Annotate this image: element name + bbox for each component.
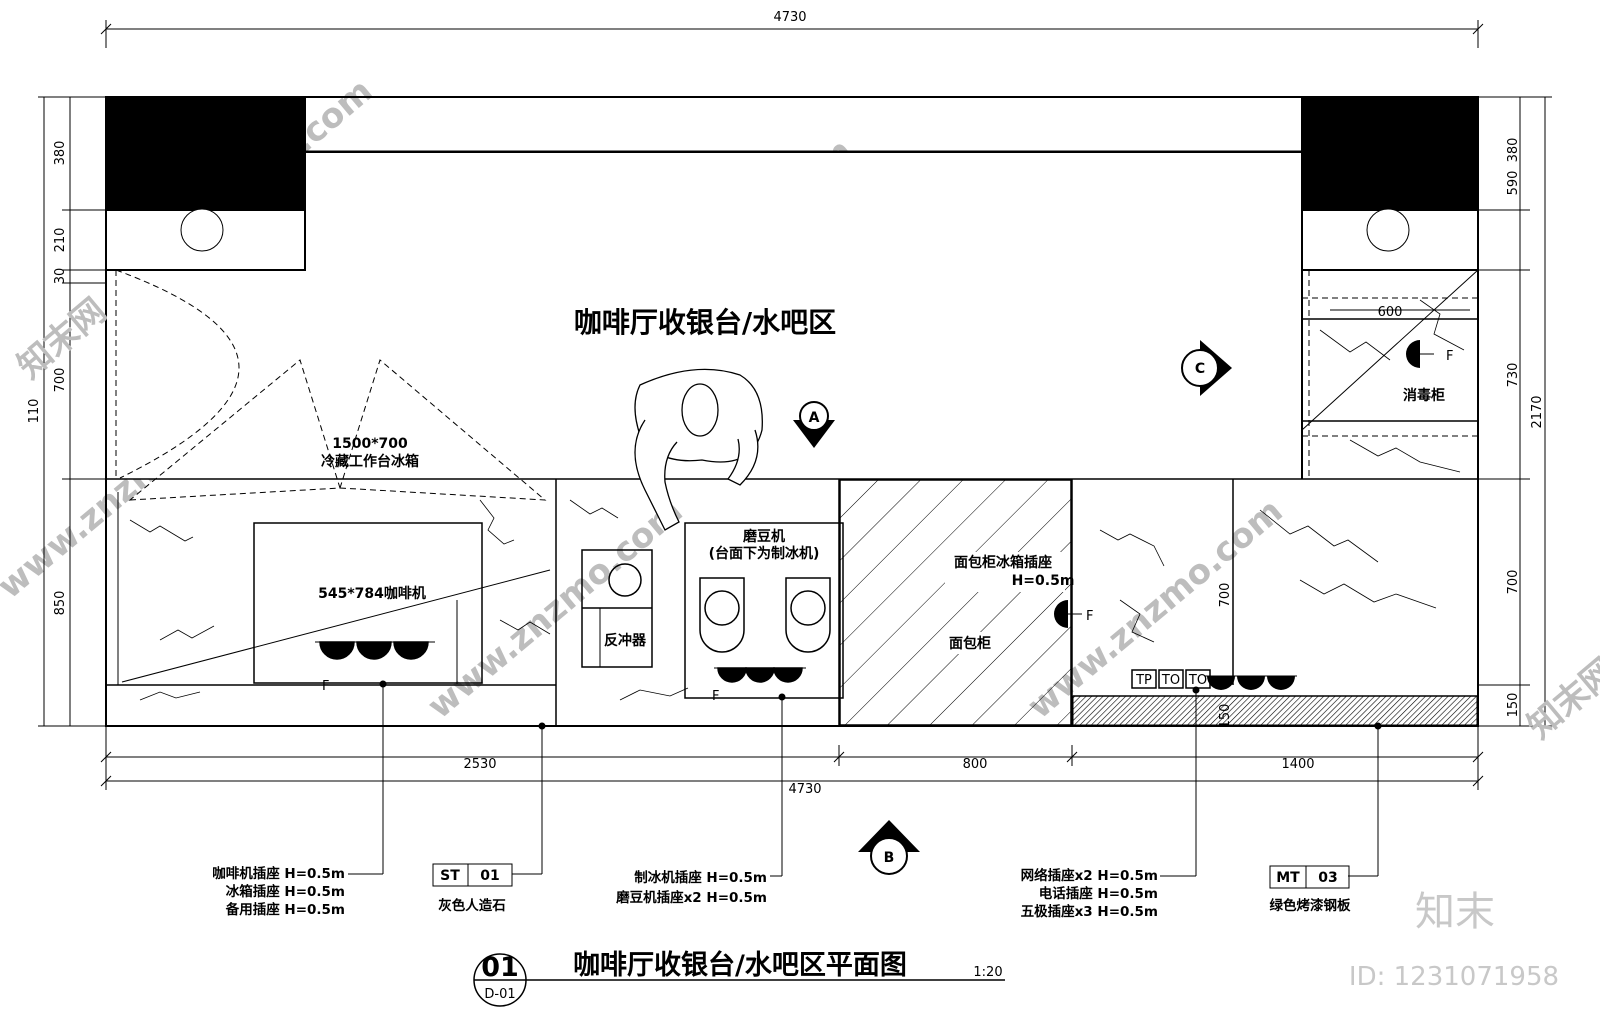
right-sockets	[1131, 669, 1297, 690]
counter-outline	[105, 96, 1479, 727]
column-left	[106, 97, 305, 210]
bread-socket-height: H=0.5m	[1012, 573, 1075, 589]
material-tag-st	[432, 863, 513, 887]
socket-f-bread: F	[1086, 609, 1093, 624]
socket-tp: TP	[1135, 673, 1152, 688]
bottom-dim-total: 4730	[788, 782, 821, 797]
drawing-number: 01	[481, 952, 519, 983]
fridge-doors	[128, 359, 547, 501]
bottom-dim-800: 800	[963, 757, 988, 772]
material-tag-mt	[1269, 865, 1350, 889]
left-dim-700: 700	[53, 368, 68, 393]
backflush-unit	[581, 549, 653, 668]
material-st-name: 灰色人造石	[438, 897, 506, 914]
socket-to-2: TO	[1188, 673, 1207, 688]
material-mt-name: 绿色烤漆钢板	[1270, 897, 1351, 914]
marker-b-label: B	[884, 850, 895, 866]
socket-f-coffee: F	[322, 679, 329, 694]
callout-3-line-1: 网络插座x2 H=0.5m	[1021, 867, 1158, 884]
sterilizer-area	[1301, 269, 1479, 479]
plan-title: 咖啡厅收银台/水吧区	[574, 306, 836, 339]
bread-socket-label: 面包柜冰箱插座	[954, 554, 1052, 571]
drawing-title: 咖啡厅收银台/水吧区平面图	[573, 949, 907, 981]
left-dim-380: 380	[53, 141, 68, 166]
bread-socket-symbol	[1054, 600, 1068, 628]
socket-f-grinder: F	[712, 689, 719, 704]
bread-cabinet-label-bg	[940, 632, 1000, 654]
fridge-size-label: 1500*700	[332, 436, 408, 452]
callout-3-line-3: 五极插座x3 H=0.5m	[1021, 903, 1158, 920]
right-dim-590: 590	[1506, 171, 1521, 196]
drawing-scale: 1:20	[973, 965, 1002, 980]
drawing-sheet: D-01	[484, 987, 515, 1002]
marker-a-label: A	[809, 410, 820, 426]
callout-3-line-2: 电话插座 H=0.5m	[1039, 885, 1158, 902]
column-right	[1302, 97, 1478, 210]
marker-c: C	[1181, 340, 1232, 396]
material-st-code: ST	[440, 868, 460, 884]
left-dim-210: 210	[53, 228, 68, 253]
right-dim-150: 150	[1506, 693, 1521, 718]
person-figure	[634, 368, 763, 531]
backflush-label: 反冲器	[604, 632, 647, 649]
inner-dim-700: 700	[1218, 583, 1233, 608]
sterilizer-label: 消毒柜	[1403, 387, 1445, 404]
callout-1-line-2: 冰箱插座 H=0.5m	[226, 883, 345, 900]
socket-to: TO	[1161, 673, 1180, 688]
material-st-num: 01	[480, 868, 499, 884]
bread-cabinet-area	[839, 479, 1072, 726]
coffee-machine-label: 545*784咖啡机	[318, 585, 426, 602]
left-dim-850: 850	[53, 591, 68, 616]
bottom-dimensions	[100, 726, 1484, 790]
right-dim-730: 730	[1506, 363, 1521, 388]
watermark-brand-2: 知末网	[1520, 651, 1600, 747]
right-dim-outer: 2170	[1530, 395, 1545, 428]
marker-a: A	[793, 401, 835, 448]
right-dim-700: 700	[1506, 570, 1521, 595]
bottom-dim-2530: 2530	[463, 757, 496, 772]
grinder-note-label: (台面下为制冰机)	[709, 545, 820, 562]
bread-cabinet-label: 面包柜	[949, 635, 991, 652]
steel-plate-strip	[1072, 695, 1478, 726]
marble-texture	[129, 299, 1465, 701]
bread-label-bg	[945, 552, 1065, 592]
grinder-label: 磨豆机	[743, 528, 785, 545]
leader-lines	[348, 680, 1382, 877]
top-dimension-label: 4730	[773, 10, 806, 25]
right-dimensions	[1478, 96, 1552, 727]
material-mt-code: MT	[1276, 870, 1300, 886]
left-dimensions	[38, 96, 106, 727]
material-mt-num: 03	[1318, 870, 1337, 886]
watermark-id: ID: 1231071958	[1349, 962, 1559, 992]
marker-b: B	[858, 820, 920, 875]
callout-2-line-2: 磨豆机插座x2 H=0.5m	[616, 889, 767, 906]
fridge-name-label: 冷藏工作台冰箱	[321, 453, 419, 470]
callout-1-line-1: 咖啡机插座 H=0.5m	[212, 865, 345, 882]
counter-strips	[106, 478, 1478, 726]
bottom-dim-1400: 1400	[1281, 757, 1314, 772]
column-right-circle	[1366, 208, 1410, 252]
sterilizer-label-bg	[1396, 384, 1452, 406]
left-dim-outer: 110	[27, 399, 42, 424]
sterilizer-width-label: 600	[1378, 305, 1403, 320]
watermark-logo: 知末	[1415, 889, 1495, 935]
socket-f-sterilizer: F	[1446, 349, 1453, 364]
drawing-title-block	[473, 953, 1005, 1007]
callout-1-line-3: 备用插座 H=0.5m	[225, 901, 345, 918]
left-dim-30: 30	[53, 268, 68, 285]
callout-2-line-1: 制冰机插座 H=0.5m	[634, 869, 767, 886]
coffee-machine	[121, 522, 551, 684]
column-left-circle	[180, 208, 224, 252]
top-dimension	[100, 20, 1484, 48]
inner-dim-150: 150	[1218, 704, 1233, 729]
right-dim-380: 380	[1506, 138, 1521, 163]
door-swing-left	[106, 269, 305, 479]
marker-c-label: C	[1195, 361, 1205, 377]
